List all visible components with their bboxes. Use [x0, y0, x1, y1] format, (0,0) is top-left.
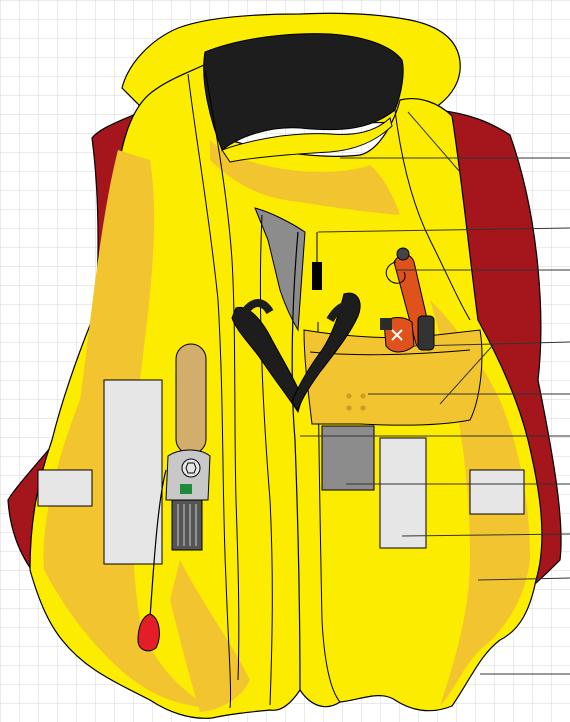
inflator-cap [182, 459, 200, 477]
pocket-vent [360, 393, 365, 398]
inflator-indicator [180, 484, 192, 494]
reflective-tape [380, 438, 426, 548]
inflator-bottle [172, 500, 202, 550]
reflective-patch [38, 470, 92, 506]
pocket-vent [346, 405, 351, 410]
light-bracket [418, 316, 434, 350]
pocket-vent [360, 405, 365, 410]
buckle [312, 262, 322, 290]
whistle-clip [380, 318, 392, 330]
pocket-vent [346, 393, 351, 398]
oral-inflation-tube [176, 344, 206, 454]
safety-light-cap [397, 248, 409, 260]
reflective-tape [104, 380, 162, 564]
reflective-patch [470, 470, 524, 514]
